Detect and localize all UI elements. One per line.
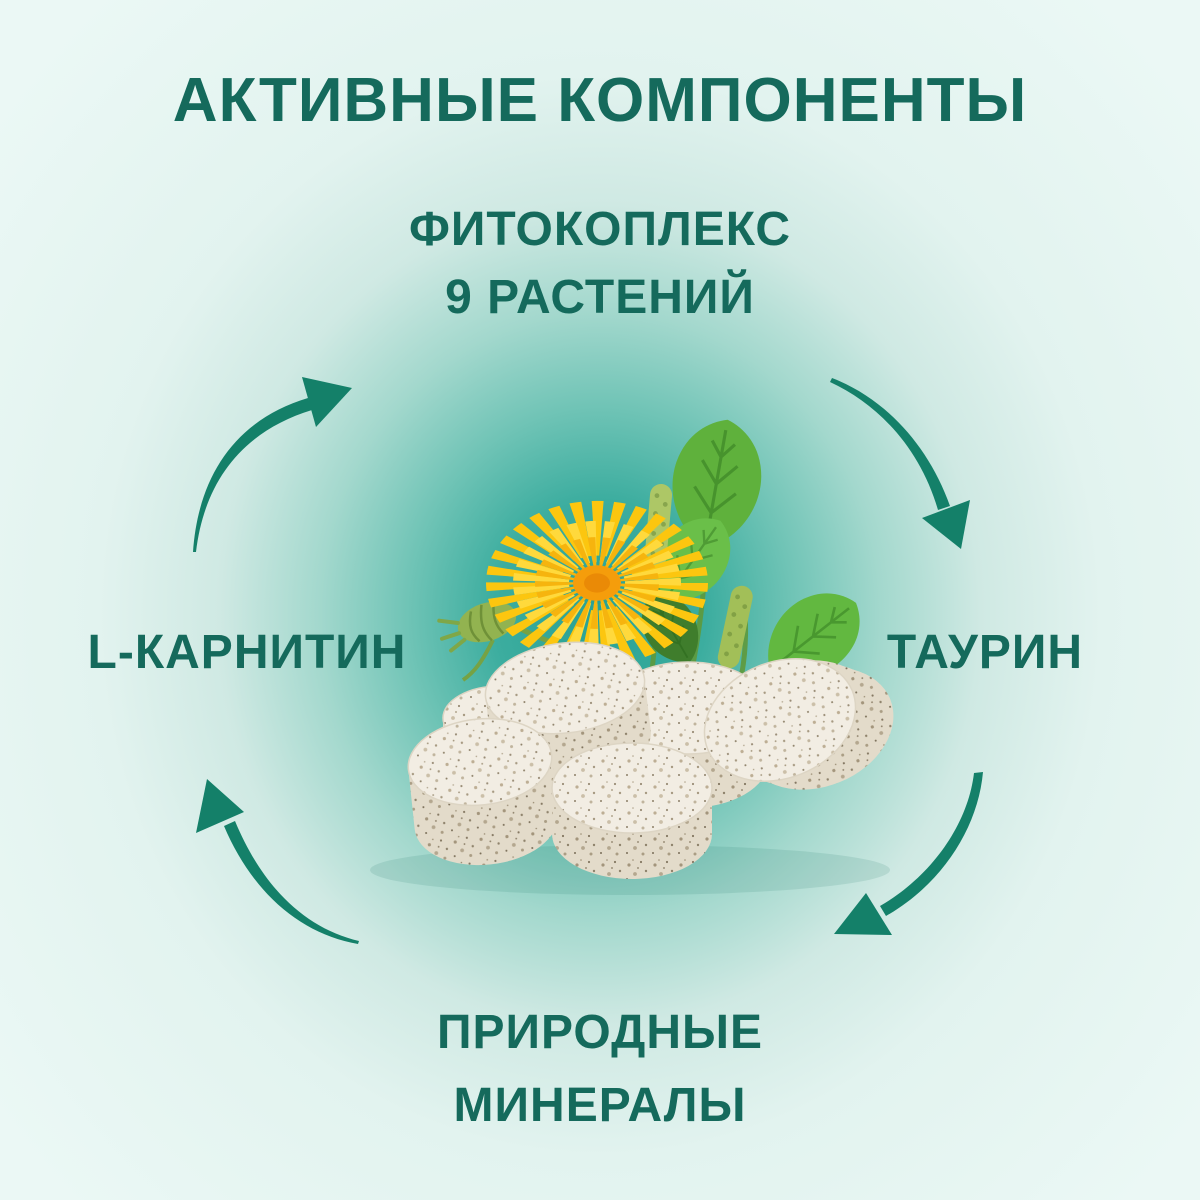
label-natural-minerals: ПРИРОДНЫЕ МИНЕРАЛЫ <box>0 996 1200 1142</box>
label-phytocomplex: ФИТОКОПЛЕКС 9 РАСТЕНИЙ <box>0 196 1200 332</box>
arrow-top-right-icon <box>830 378 970 549</box>
dandelion-flower <box>486 500 708 666</box>
tablet-pile <box>407 641 894 879</box>
tablet <box>407 717 558 866</box>
arrow-top-left-icon <box>193 377 352 552</box>
page-title: АКТИВНЫЕ КОМПОНЕНТЫ <box>172 66 1028 135</box>
tablet <box>703 658 894 790</box>
label-phytocomplex-line2: 9 РАСТЕНИЙ <box>445 271 755 324</box>
cycle-arrows <box>193 377 983 944</box>
label-taurine: ТАУРИН <box>886 626 1084 679</box>
label-l-carnitine: L-КАРНИТИН <box>87 626 407 679</box>
center-illustration <box>370 410 894 895</box>
arrow-bottom-right-icon <box>834 772 983 935</box>
label-phytocomplex-line1: ФИТОКОПЛЕКС <box>408 203 792 256</box>
arrow-bottom-left-icon <box>196 779 359 944</box>
label-natural-minerals-line2: МИНЕРАЛЫ <box>453 1079 747 1132</box>
label-natural-minerals-line1: ПРИРОДНЫЕ <box>437 1006 763 1059</box>
tablet <box>551 742 713 879</box>
